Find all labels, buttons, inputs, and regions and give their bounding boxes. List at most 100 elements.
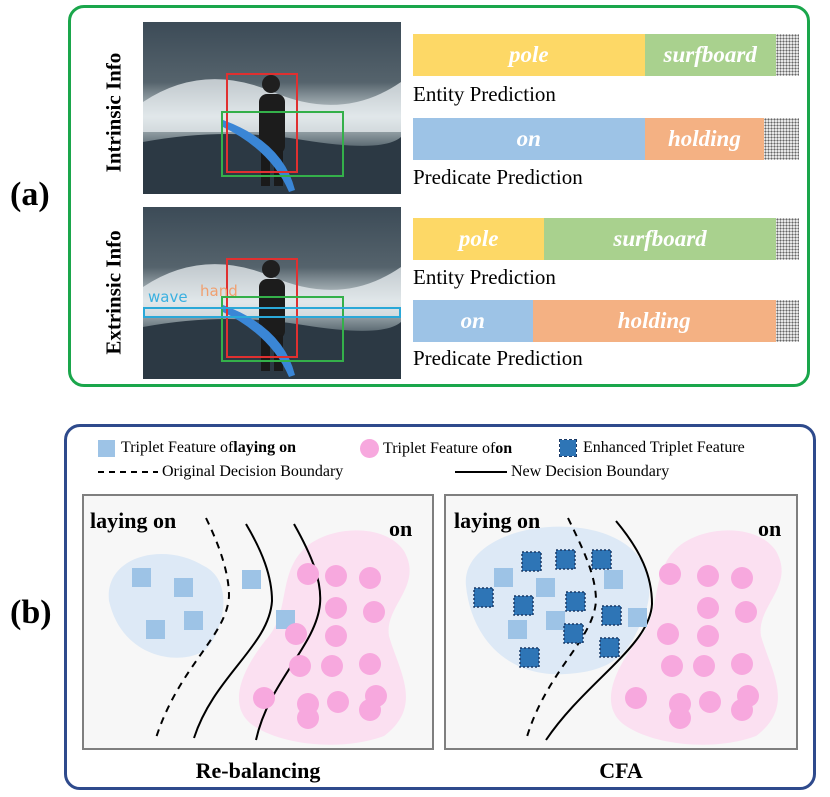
legend-enhanced-icon	[559, 439, 577, 457]
wave-tag: wave	[148, 288, 188, 306]
on-feature-circle	[325, 597, 347, 619]
intrinsic-predicate-caption: Predicate Prediction	[413, 165, 583, 189]
right-class-on: on	[758, 516, 782, 541]
left-class-on: on	[389, 516, 413, 541]
laying-on-feature-square	[242, 570, 261, 589]
solid-line-icon	[455, 471, 507, 473]
cfa-box: laying on on	[444, 494, 798, 750]
on-feature-circle	[325, 625, 347, 647]
enhanced-feature-square	[521, 551, 542, 572]
on-feature-circle	[659, 563, 681, 585]
intrinsic-predicate-segment-on: on	[413, 118, 645, 160]
enhanced-feature-square	[599, 637, 620, 658]
laying-on-feature-square	[604, 570, 623, 589]
legend-new-boundary: New Decision Boundary	[455, 463, 669, 481]
intrinsic-entity-segment-pole: pole	[413, 34, 645, 76]
intrinsic-entity-segment-surfboard: surfboard	[644, 34, 776, 76]
legend-original-label: Original Decision Boundary	[162, 463, 344, 480]
laying-on-feature-square	[174, 578, 193, 597]
on-feature-circle	[359, 567, 381, 589]
on-feature-circle	[697, 565, 719, 587]
legend-square-icon	[98, 439, 115, 457]
extrinsic-entity-segment-pole: pole	[413, 218, 545, 260]
cfa-title: CFA	[599, 758, 643, 783]
on-feature-circle	[731, 653, 753, 675]
laying-on-feature-square	[628, 608, 647, 627]
intrinsic-entity-caption: Entity Prediction	[413, 82, 556, 106]
enhanced-feature-square	[563, 623, 584, 644]
on-feature-circle	[359, 653, 381, 675]
laying-on-feature-square	[146, 620, 165, 639]
legend-original-boundary: Original Decision Boundary	[98, 463, 343, 481]
original-boundary	[525, 517, 598, 741]
left-class-laying-on: laying on	[90, 508, 177, 533]
legend-circle-icon	[360, 439, 379, 458]
extrinsic-predicate-caption: Predicate Prediction	[413, 346, 583, 370]
enhanced-feature-square	[473, 587, 494, 608]
on-feature-circle	[327, 691, 349, 713]
on-feature-circle	[661, 655, 683, 677]
panel-b-frame	[64, 424, 816, 790]
on-feature-circle	[735, 601, 757, 623]
label-a: (a)	[10, 176, 50, 213]
dashed-line-icon	[98, 471, 158, 473]
laying-on-region	[108, 553, 224, 658]
intrinsic-predicate-segment-holding: holding	[644, 118, 765, 160]
legend-enhanced: Enhanced Triplet Feature	[559, 439, 745, 457]
intrinsic-entity-segment-other	[775, 34, 799, 76]
enhanced-feature-square	[519, 647, 540, 668]
new-boundary-1	[193, 523, 274, 739]
rebalancing-title: Re-balancing	[195, 758, 321, 783]
laying-on-feature-square	[508, 620, 527, 639]
legend-on-bold: on	[495, 439, 513, 457]
on-feature-circle	[297, 563, 319, 585]
on-feature-circle	[697, 597, 719, 619]
on-feature-circle	[297, 707, 319, 729]
on-feature-circle	[325, 565, 347, 587]
rebalancing-box: laying on on	[82, 494, 434, 750]
on-feature-circle	[699, 691, 721, 713]
panel-a-frame	[68, 5, 810, 387]
laying-on-feature-square	[276, 610, 295, 629]
extrinsic-predicate-segment-on: on	[413, 300, 533, 342]
intrinsic-predicate-segment-other	[764, 118, 799, 160]
extrinsic-entity-segment-surfboard: surfboard	[544, 218, 776, 260]
laying-on-feature-square	[546, 611, 565, 630]
enhanced-feature-square	[565, 591, 586, 612]
on-feature-circle	[289, 655, 311, 677]
on-feature-circle	[731, 699, 753, 721]
extrinsic-entity-caption: Entity Prediction	[413, 265, 556, 289]
enhanced-feature-square	[555, 549, 576, 570]
extrinsic-info-label: Extrinsic Info	[101, 230, 126, 355]
legend-enhanced-label: Enhanced Triplet Feature	[583, 439, 745, 456]
legend-laying-on: Triplet Feature of laying on	[98, 439, 296, 457]
laying-on-region	[465, 526, 650, 675]
laying-on-feature-square	[132, 568, 151, 587]
extrinsic-predicate-segment-holding: holding	[532, 300, 776, 342]
label-b: (b)	[10, 594, 52, 631]
legend-laying-on-prefix: Triplet Feature of	[121, 439, 234, 456]
enhanced-feature-square	[591, 549, 612, 570]
laying-on-feature-square	[536, 578, 555, 597]
legend-new-label: New Decision Boundary	[511, 463, 670, 480]
on-feature-circle	[693, 655, 715, 677]
right-class-laying-on: laying on	[454, 508, 541, 533]
on-feature-circle	[363, 601, 385, 623]
on-feature-circle	[625, 687, 647, 709]
on-feature-circle	[697, 625, 719, 647]
on-feature-circle	[321, 655, 343, 677]
extrinsic-photo	[143, 207, 401, 379]
legend-on: Triplet Feature of on	[360, 439, 512, 458]
extrinsic-entity-segment-other	[775, 218, 799, 260]
on-feature-circle	[253, 687, 275, 709]
enhanced-feature-square	[513, 595, 534, 616]
on-feature-circle	[359, 699, 381, 721]
on-feature-circle	[669, 707, 691, 729]
new-boundary	[545, 520, 654, 741]
enhanced-feature-square	[601, 605, 622, 626]
legend-laying-on-bold: laying on	[233, 439, 296, 456]
